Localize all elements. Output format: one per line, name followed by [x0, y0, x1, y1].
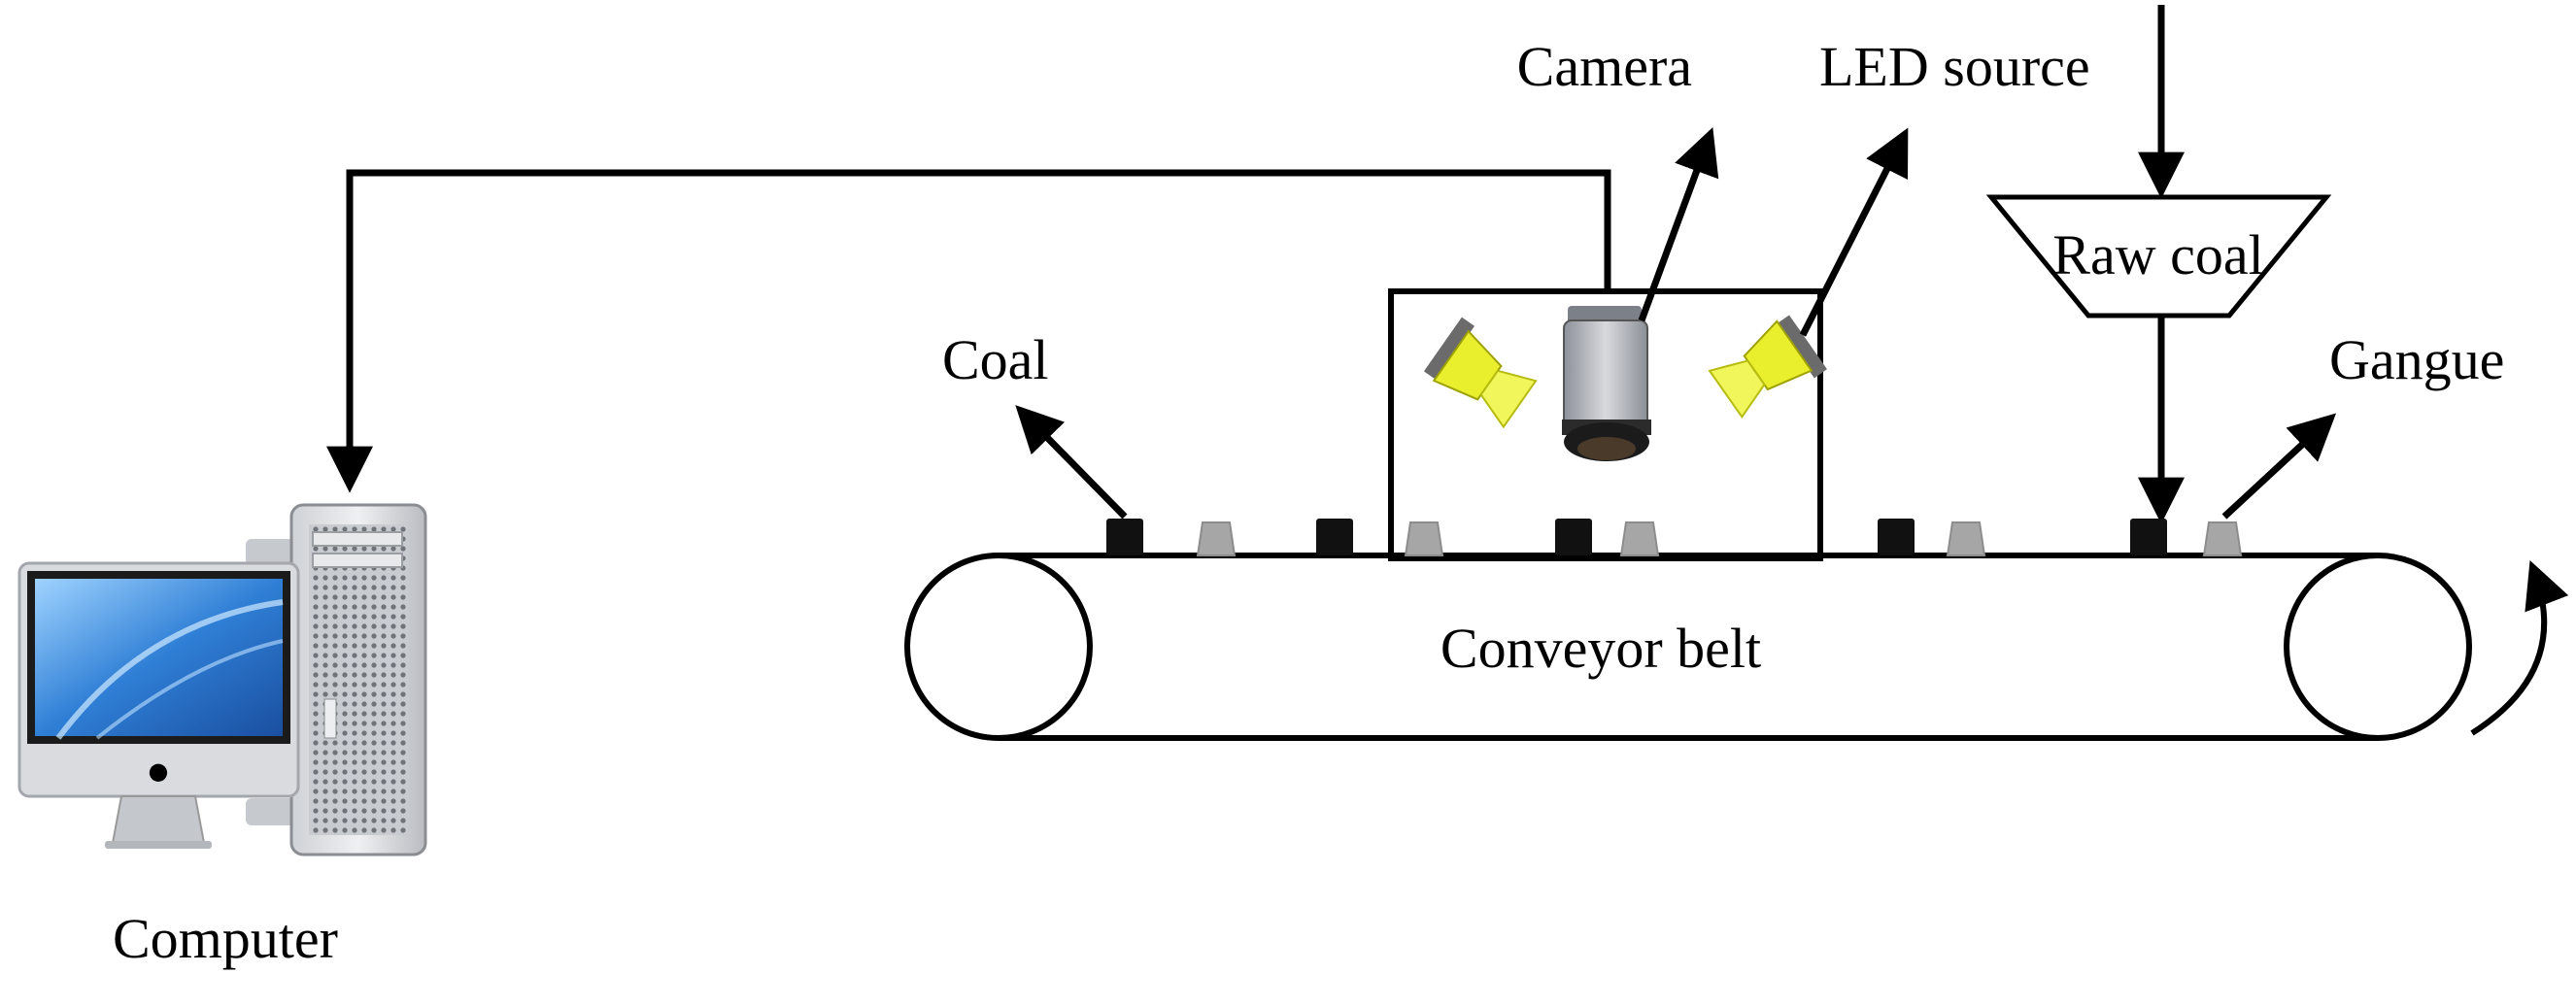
gangue-block — [1196, 521, 1237, 556]
conveyor-belt — [904, 553, 2472, 741]
svg-text:●: ● — [149, 757, 169, 785]
gangue-block — [1946, 521, 1986, 556]
computer-monitor: ● — [17, 561, 300, 849]
led-source-label: LED source — [1819, 35, 2090, 98]
coal-block — [1106, 519, 1143, 555]
camera-icon — [1562, 306, 1651, 461]
left-roller — [904, 553, 1093, 741]
coal-block — [2130, 519, 2167, 555]
led-pointer-arrow — [1799, 127, 1909, 337]
computer-label: Computer — [113, 907, 338, 970]
computer-tower — [246, 503, 427, 856]
coal-block — [1878, 519, 1915, 555]
led-lamp-left-icon — [1423, 317, 1538, 429]
led-lamp-right-icon — [1708, 315, 1827, 420]
camera-label: Camera — [1517, 35, 1692, 98]
conveyor-belt-label: Conveyor belt — [1441, 617, 1761, 680]
gangue-label: Gangue — [2329, 328, 2504, 391]
coal-block — [1555, 519, 1592, 555]
coal-pointer-arrow — [1015, 405, 1128, 520]
rotation-arrow-icon — [2470, 560, 2569, 736]
gangue-pointer-arrow — [2221, 413, 2337, 520]
computer-icon: ● — [17, 503, 427, 856]
raw-coal-label: Raw coal — [2052, 223, 2263, 286]
camera-pointer-arrow — [1638, 126, 1719, 322]
gangue-block — [1404, 521, 1444, 556]
coal-block — [1316, 519, 1353, 555]
signal-line — [326, 169, 1611, 493]
gangue-block — [2202, 521, 2243, 556]
right-roller — [2284, 553, 2472, 741]
gangue-block — [1619, 521, 1660, 556]
raw-coal-hopper — [1985, 194, 2332, 319]
belt-items — [1106, 519, 2243, 556]
coal-label: Coal — [942, 328, 1049, 391]
